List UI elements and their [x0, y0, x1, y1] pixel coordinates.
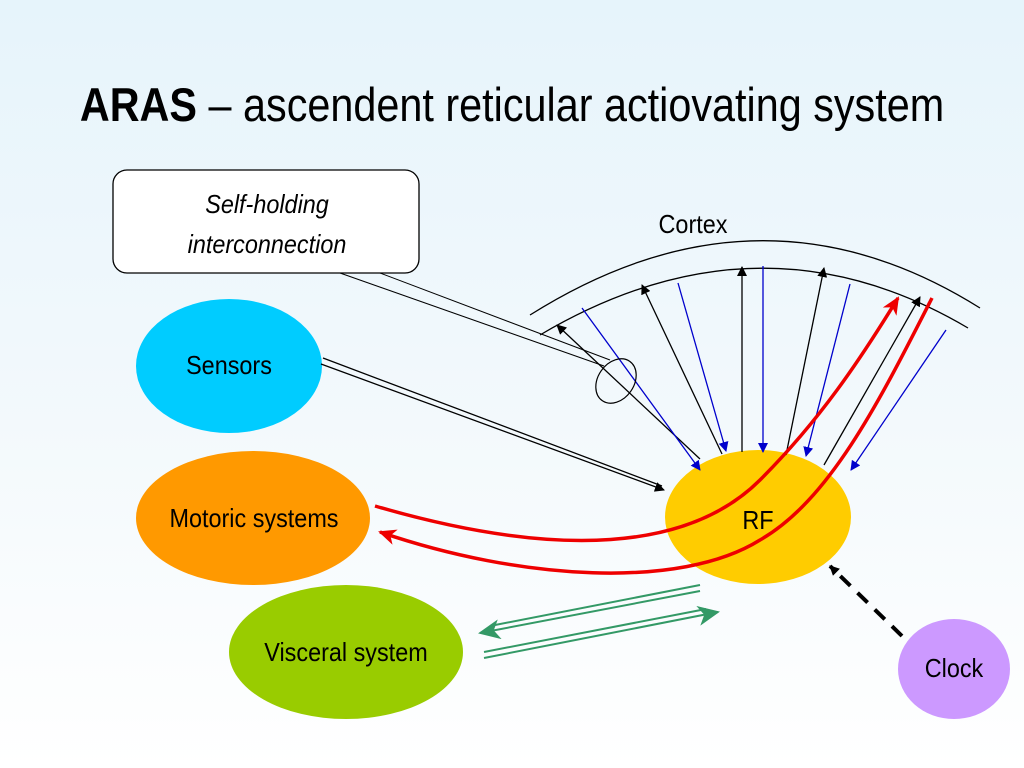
ascending-arrow-2 [641, 284, 723, 455]
ascending-arrows [556, 266, 921, 466]
ascending-arrow-4 [785, 267, 828, 456]
callout-pointer [339, 272, 611, 367]
slide-title: ARAS – ascendent reticular actiovating s… [61, 72, 962, 138]
descending-arrows [581, 266, 947, 471]
clock-to-rf-arrow [828, 564, 904, 638]
self-holding-marker [595, 358, 637, 404]
red-loop-arrows [374, 296, 934, 575]
callout-line-1: Self-holding [205, 189, 329, 219]
red-arrow-to-motoric [378, 297, 934, 575]
descending-arrow-5 [850, 329, 947, 471]
visceral-label: Visceral system [264, 637, 428, 667]
callout-text: Self-holding interconnection [133, 184, 401, 264]
clock-node [898, 619, 1010, 719]
cortex-inner-arc [539, 267, 969, 336]
clock-label: Clock [924, 653, 984, 683]
motoric-label: Motoric systems [169, 503, 339, 533]
visceral-node [229, 585, 463, 719]
red-arrow-to-cortex [374, 296, 900, 543]
callout-line-2: interconnection [187, 229, 347, 259]
visceral-rf-arrows [478, 584, 720, 659]
rf-label: RF [742, 505, 774, 535]
rf-node [665, 450, 851, 584]
descending-arrow-2 [677, 282, 729, 452]
cortex-label: Cortex [658, 209, 728, 239]
cortex-outer-arc [529, 240, 981, 316]
descending-arrow-4 [803, 283, 851, 457]
motoric-node [136, 451, 370, 585]
sensors-to-rf-arrow [320, 357, 665, 492]
callout-box [112, 169, 420, 274]
descending-arrow-1 [581, 307, 701, 471]
sensors-label: Sensors [186, 350, 272, 380]
title-bold: ARAS [79, 78, 198, 131]
ascending-arrow-5 [823, 296, 921, 466]
title-rest: – ascendent reticular actiovating system [197, 78, 945, 131]
sensors-node [136, 299, 322, 433]
ascending-arrow-1 [556, 324, 701, 460]
